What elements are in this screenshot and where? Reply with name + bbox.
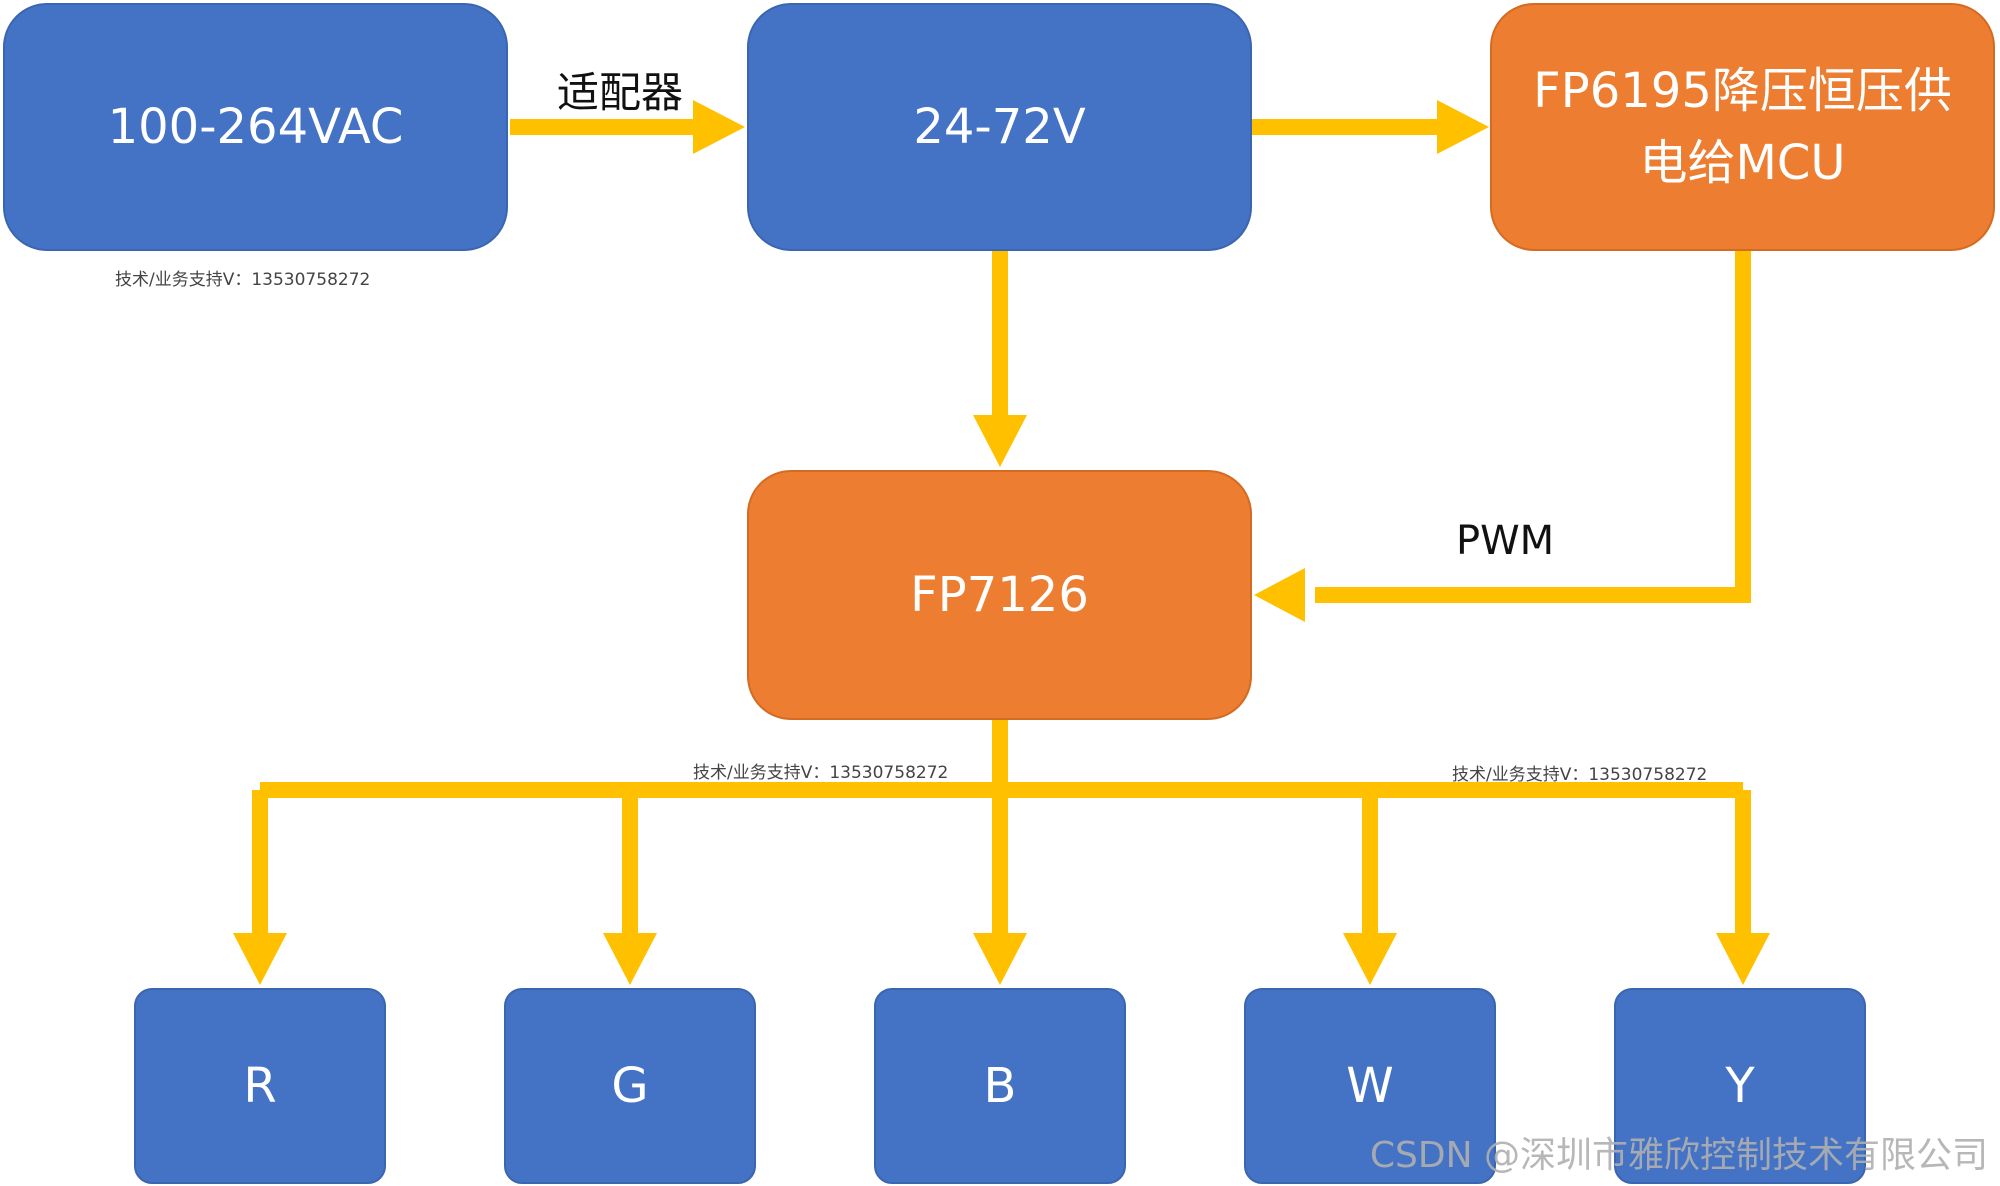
arrowhead-dc-to-mcu <box>1437 100 1489 154</box>
contact-note-2: 技术/业务支持V：13530758272 <box>693 763 949 783</box>
channel-w-box: W <box>1244 988 1496 1184</box>
arrowhead-ac-to-dc <box>693 100 745 154</box>
channel-y-label: Y <box>1725 1058 1755 1114</box>
pwm-label: PWM <box>1456 518 1555 564</box>
contact-note-1: 技术/业务支持V：13530758272 <box>115 270 371 290</box>
channel-r-label: R <box>243 1058 277 1114</box>
arrowhead-to-r <box>233 933 287 985</box>
channel-g-box: G <box>504 988 756 1184</box>
ac-input-box: 100-264VAC <box>3 3 508 251</box>
channel-r-box: R <box>134 988 386 1184</box>
arrowhead-to-b <box>973 933 1027 985</box>
channel-b-label: B <box>983 1058 1017 1114</box>
channel-g-label: G <box>611 1058 649 1114</box>
csdn-watermark: CSDN @深圳市雅欣控制技术有限公司 <box>1369 1135 1988 1176</box>
arrow-mcu-pwm-line <box>1315 249 1751 603</box>
arrowhead-pwm-to-driver <box>1254 568 1305 622</box>
adapter-label: 适配器 <box>557 68 684 117</box>
arrowhead-to-w <box>1343 933 1397 985</box>
dc-bus-label: 24-72V <box>913 99 1086 155</box>
arrowhead-to-y <box>1716 933 1770 985</box>
channel-w-label: W <box>1346 1058 1394 1114</box>
arrowhead-dc-to-driver <box>973 415 1027 467</box>
driver-label: FP7126 <box>910 567 1089 623</box>
driver-box: FP7126 <box>747 470 1252 720</box>
arrowhead-to-g <box>603 933 657 985</box>
mcu-supply-label: FP6195降压恒压供 电给MCU <box>1533 63 1952 191</box>
mcu-supply-box: FP6195降压恒压供 电给MCU <box>1490 3 1995 251</box>
ac-input-label: 100-264VAC <box>107 99 404 155</box>
channel-y-box: Y <box>1614 988 1866 1184</box>
contact-note-3: 技术/业务支持V：13530758272 <box>1452 765 1708 785</box>
channel-b-box: B <box>874 988 1126 1184</box>
dc-bus-box: 24-72V <box>747 3 1252 251</box>
